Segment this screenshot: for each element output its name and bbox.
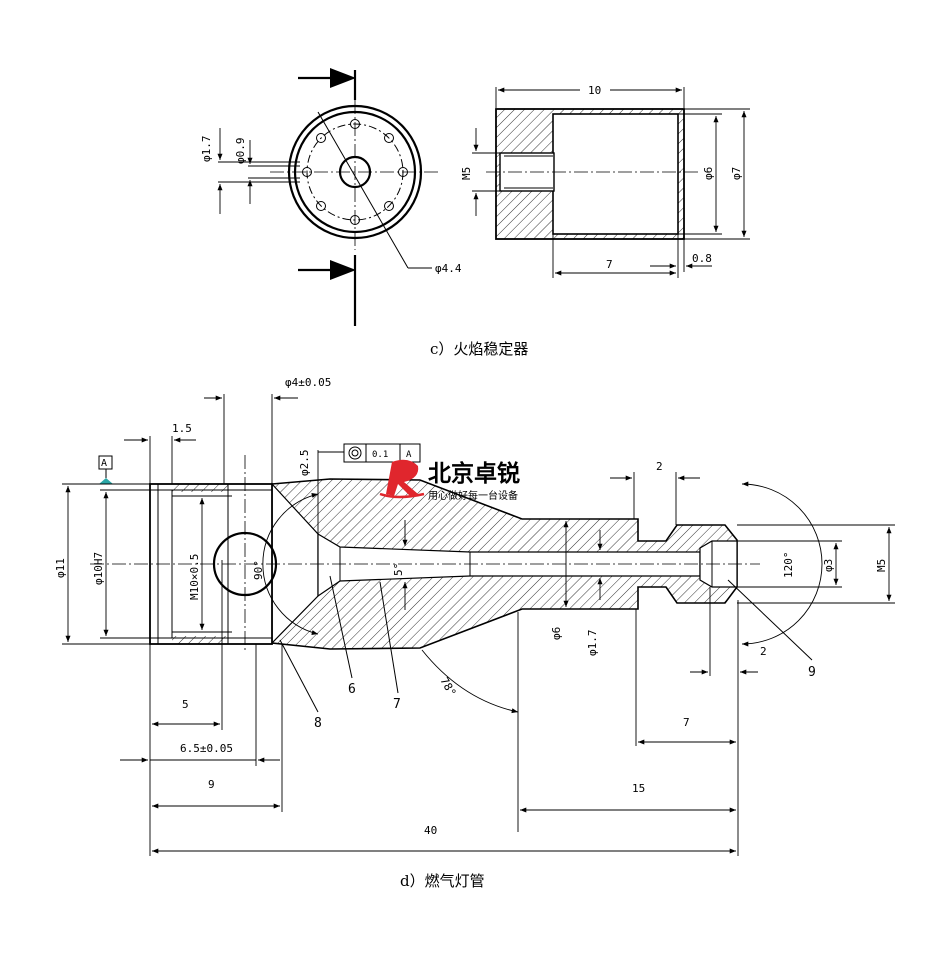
callout-9: 9 — [808, 665, 816, 680]
dim-tube-len-2-side: 2 — [760, 645, 767, 658]
tolerance-ref: A — [406, 450, 412, 460]
dim-tube-len-15: 15 — [632, 782, 645, 795]
dim-tube-len-2-top: 2 — [656, 460, 663, 473]
dim-tube-d11: φ11 — [54, 558, 67, 578]
dim-stab-d6: φ6 — [702, 167, 715, 180]
dim-tube-len-7: 7 — [683, 716, 690, 729]
dim-tube-d4-tol: φ4±0.05 — [285, 376, 331, 389]
dim-stab-d7: φ7 — [730, 167, 743, 180]
dim-stab-d4-4: φ4.4 — [435, 262, 462, 275]
watermark-name: 北京卓锐 — [428, 460, 520, 487]
dim-stab-len-10: 10 — [588, 84, 601, 97]
dim-tube-len-40: 40 — [424, 824, 437, 837]
watermark: 北京卓锐 用心做好每一台设备 — [379, 459, 520, 502]
brand-logo-icon — [386, 459, 419, 496]
dim-tube-d6: φ6 — [550, 627, 563, 640]
dim-stab-d1-7: φ1.7 — [200, 136, 213, 163]
lamp-tube-section-view: 90° 5° φ6 φ1.7 78° 120° φ3 M5 2 — [54, 376, 895, 856]
dim-stab-wall-0-8: 0.8 — [692, 252, 712, 265]
dim-tube-thread: M10×0.5 — [188, 554, 201, 600]
datum-triangle-icon — [99, 478, 113, 484]
dim-tube-len-1-5: 1.5 — [172, 422, 192, 435]
callout-8: 8 — [314, 716, 322, 731]
dim-tube-d10h7: φ10H7 — [92, 552, 105, 585]
dim-tube-len-6-5: 6.5±0.05 — [180, 742, 233, 755]
stabilizer-end-view: φ4.4 φ1.7 φ0.9 — [200, 68, 462, 326]
callout-6: 6 — [348, 682, 356, 697]
datum-marker: A — [92, 455, 148, 485]
tolerance-value: 0.1 — [372, 450, 388, 460]
concentricity-icon — [348, 446, 362, 460]
watermark-slogan: 用心做好每一台设备 — [428, 489, 518, 502]
datum-label: A — [101, 458, 107, 469]
dim-tube-d2-5: φ2.5 — [298, 450, 311, 477]
dim-tube-len-9: 9 — [208, 778, 215, 791]
dim-angle-5: 5° — [392, 563, 405, 576]
dim-tube-m5: M5 — [875, 559, 888, 572]
dim-stab-m5: M5 — [460, 167, 473, 180]
callout-7: 7 — [393, 697, 401, 712]
dim-tube-len-5: 5 — [182, 698, 189, 711]
dim-stab-d0-9: φ0.9 — [234, 138, 247, 165]
dim-tube-d3: φ3 — [822, 559, 835, 572]
caption-gas-lamp-tube: d）燃气灯管 — [400, 872, 485, 890]
dim-angle-90: 90° — [252, 560, 265, 580]
dim-angle-120: 120° — [782, 552, 795, 579]
caption-flame-stabilizer: c）火焰稳定器 — [430, 340, 528, 358]
dim-stab-len-7: 7 — [606, 258, 613, 271]
tolerance-frame: 0.1 A — [343, 443, 421, 463]
stabilizer-section-view: 10 M5 φ6 φ7 7 0.8 — [460, 82, 750, 278]
dim-tube-d1-7: φ1.7 — [586, 630, 599, 657]
dim-angle-78: 78° — [437, 675, 458, 699]
